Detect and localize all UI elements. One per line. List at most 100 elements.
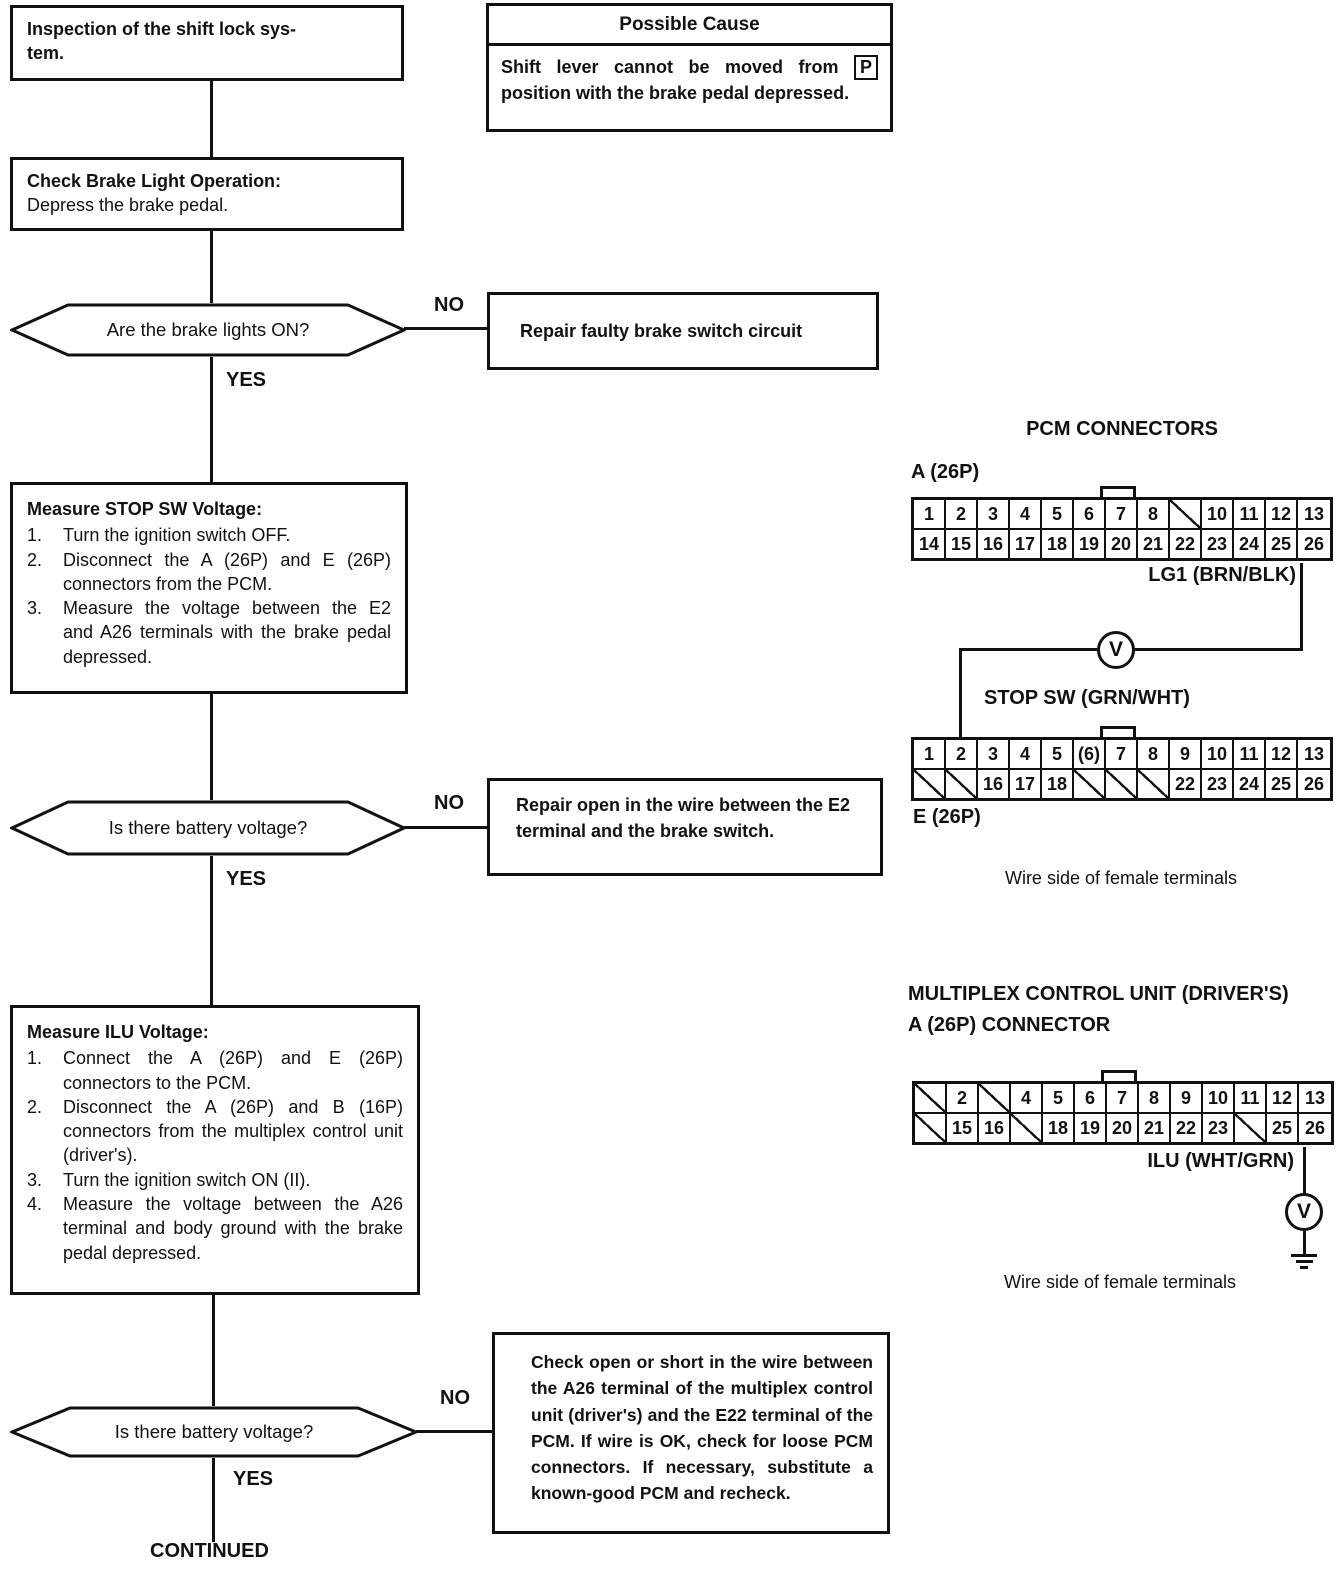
connector-cell: 6	[1075, 1084, 1107, 1114]
connector-cell: 16	[978, 770, 1010, 798]
check-open-short-box: Check open or short in the wire between …	[492, 1332, 890, 1534]
wire-side-note: Wire side of female terminals	[1003, 1272, 1237, 1292]
connector-cell: 2	[946, 740, 978, 770]
connector-cell: 15	[947, 1114, 979, 1142]
connector-cell: 9	[1170, 740, 1202, 770]
connector-cell: 10	[1202, 500, 1234, 530]
step-text: Disconnect the A (26P) and B (16P) conne…	[63, 1096, 403, 1166]
step-number: 3.	[27, 1169, 43, 1190]
step-item: 3. Measure the voltage between the E2 an…	[27, 596, 391, 669]
connector-cell: 18	[1043, 1114, 1075, 1142]
connector-cell-unused	[1106, 770, 1138, 798]
connector-cell-unused	[946, 770, 978, 798]
connector-cell: 13	[1298, 500, 1330, 530]
connector-cell: 11	[1234, 500, 1266, 530]
connector-cell: 5	[1043, 1084, 1075, 1114]
possible-cause-body: Shift lever cannot be moved from P posit…	[489, 46, 890, 114]
connector-cell-unused	[1074, 770, 1106, 798]
yes-branch-label: YES	[226, 868, 267, 890]
step-item: 1. Connect the A (26P) and E (26P) conne…	[27, 1046, 403, 1095]
connector-cell-unused	[1011, 1114, 1043, 1142]
connector-line	[416, 1430, 492, 1433]
connector-cell: 25	[1266, 530, 1298, 558]
connector-cell: 3	[978, 500, 1010, 530]
connector-cell-unused	[1138, 770, 1170, 798]
measure-stop-title: Measure STOP SW Voltage:	[27, 499, 263, 519]
connector-cell-unused	[1170, 500, 1202, 530]
connector-cell: 14	[914, 530, 946, 558]
wire-segment	[1300, 563, 1303, 651]
connector-cell: 23	[1202, 530, 1234, 558]
step-number: 2.	[27, 549, 43, 570]
check-brake-body: Depress the brake pedal.	[27, 195, 229, 216]
connector-cell: 18	[1042, 770, 1074, 798]
step-number: 1.	[27, 525, 43, 546]
connector-cell: 21	[1138, 530, 1170, 558]
connector-cell: 10	[1202, 740, 1234, 770]
connector-cell-unused	[915, 1084, 947, 1114]
wire-segment	[1303, 1231, 1306, 1254]
possible-cause-text: position with the brake pedal depressed.	[501, 83, 850, 104]
decision-battery-voltage-2: Is there battery voltage?	[10, 1406, 418, 1458]
connector-cell: 22	[1170, 530, 1202, 558]
no-branch-label: NO	[440, 1387, 470, 1409]
wire-segment	[1131, 648, 1303, 651]
measure-ilu-title: Measure ILU Voltage:	[27, 1022, 209, 1042]
step-item: 1. Turn the ignition switch OFF.	[27, 523, 391, 547]
connector-key-tab	[1100, 726, 1136, 740]
connector-cell-unused	[915, 1114, 947, 1142]
connector-cell: 8	[1138, 500, 1170, 530]
park-position-symbol: P	[853, 55, 878, 80]
connector-cell: 4	[1011, 1084, 1043, 1114]
wire-label-ilu: ILU (WHT/GRN)	[1147, 1150, 1294, 1172]
voltmeter-icon: V	[1097, 631, 1135, 669]
connector-cell: 17	[1010, 530, 1042, 558]
connector-cell-unused	[914, 770, 946, 798]
connector-cell: 11	[1235, 1084, 1267, 1114]
connector-cell: 9	[1171, 1084, 1203, 1114]
connector-cell: 7	[1106, 740, 1138, 770]
wire-segment	[1303, 1147, 1306, 1194]
connector-cell: 20	[1107, 1114, 1139, 1142]
decision-text: Is there battery voltage?	[108, 817, 308, 838]
connector-cell: 11	[1234, 740, 1266, 770]
ground-icon	[1300, 1266, 1308, 1269]
hexagon-shape	[10, 303, 406, 357]
repair-brake-switch-box: Repair faulty brake switch circuit	[487, 292, 879, 370]
step-text: Disconnect the A (26P) and E (26P) conne…	[63, 549, 391, 594]
decision-text: Is there battery voltage?	[114, 1421, 314, 1442]
connector-line	[404, 327, 487, 330]
step-text: Measure the voltage between the E2 and A…	[63, 598, 391, 667]
check-brake-title: Check Brake Light Operation:	[27, 171, 282, 191]
connector-cell: 24	[1234, 770, 1266, 798]
connector-cell: 1	[914, 500, 946, 530]
pcm-connectors-title: PCM CONNECTORS	[1026, 418, 1218, 440]
connector-cell: 6	[1074, 500, 1106, 530]
flow-start-box: Inspection of the shift lock sys- tem.	[10, 5, 404, 81]
voltmeter-icon: V	[1285, 1193, 1323, 1231]
connector-cell: 26	[1298, 530, 1330, 558]
step-item: 3. Turn the ignition switch ON (II).	[27, 1168, 403, 1192]
connector-cell-unused	[979, 1084, 1011, 1114]
possible-cause-text: Shift lever cannot be moved from	[501, 57, 839, 77]
connector-cell: 2	[947, 1084, 979, 1114]
connector-cell-unused	[1235, 1114, 1267, 1142]
connector-cell: 12	[1266, 500, 1298, 530]
decision-text: Are the brake lights ON?	[106, 319, 310, 340]
connector-cell: 23	[1202, 770, 1234, 798]
connector-cell: 7	[1106, 500, 1138, 530]
connector-cell: 2	[946, 500, 978, 530]
continued-label: CONTINUED	[150, 1540, 269, 1562]
step-number: 3.	[27, 598, 43, 619]
connector-cell: 22	[1171, 1114, 1203, 1142]
connector-cell: 5	[1042, 740, 1074, 770]
connector-cell: 17	[1010, 770, 1042, 798]
yes-branch-label: YES	[233, 1468, 274, 1490]
no-branch-label: NO	[434, 294, 464, 316]
